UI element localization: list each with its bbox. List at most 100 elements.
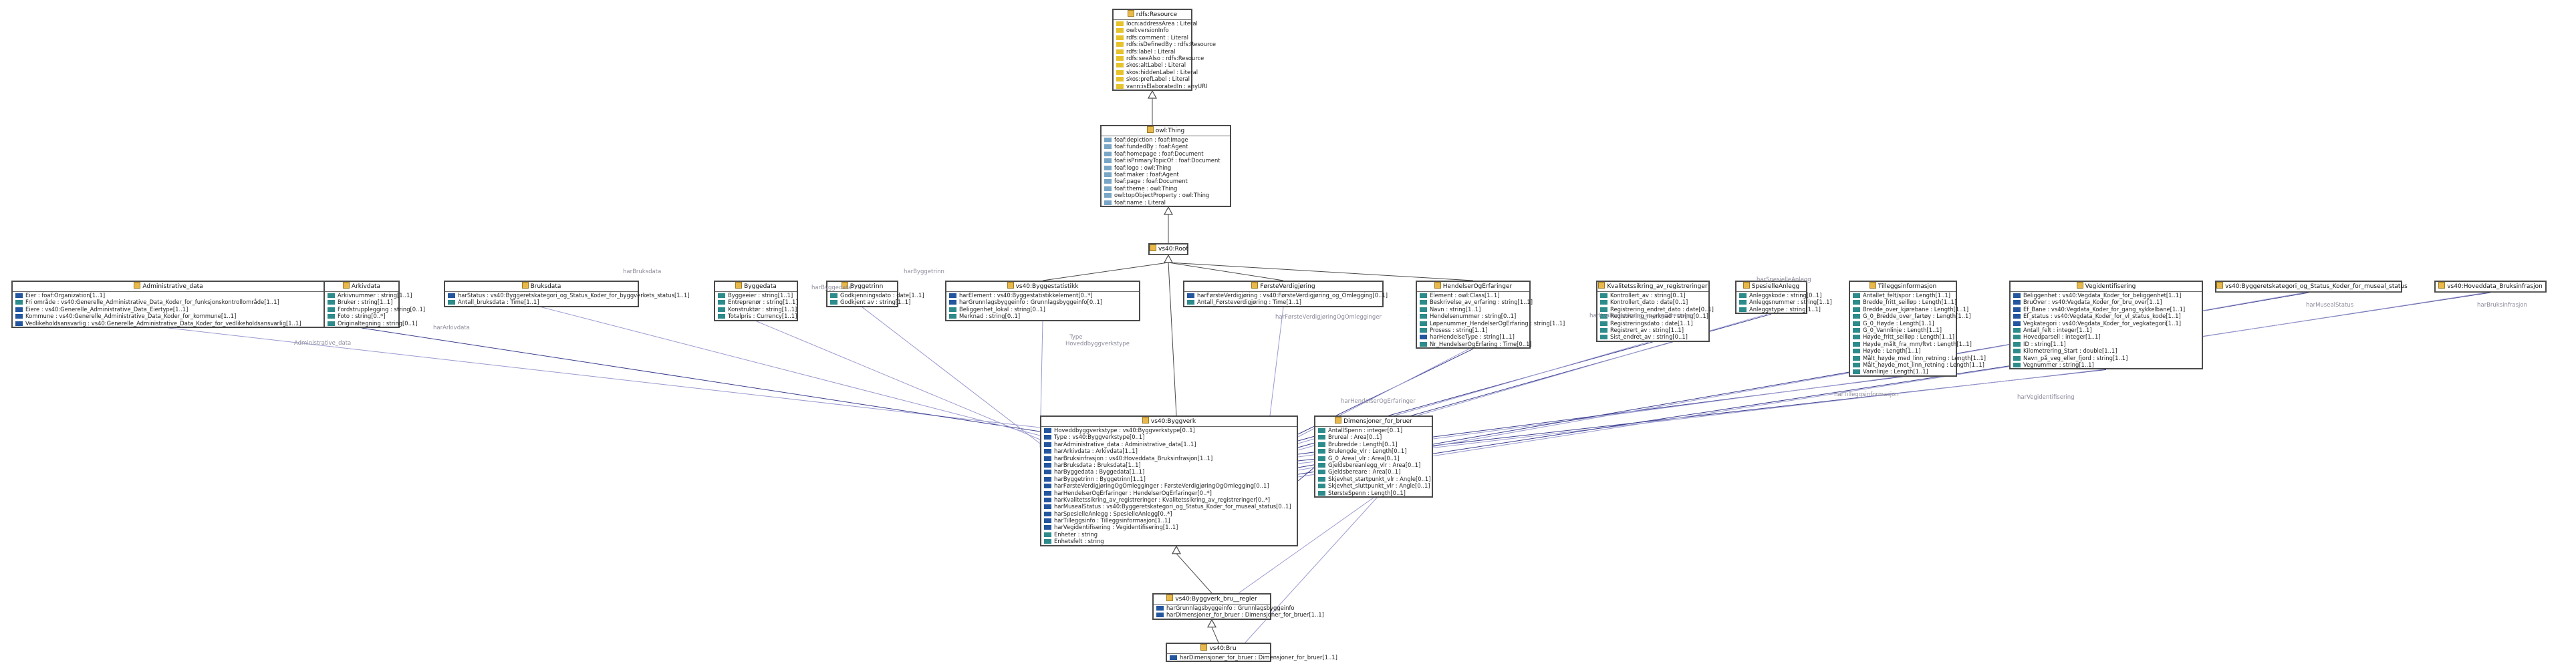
class-bkat[interactable]: vs40:Byggeretskategori_og_Status_Koder_f… — [2215, 281, 2408, 293]
attribute-text: Vedlikeholdsansvarlig : vs40:Generelle_A… — [25, 319, 301, 327]
attribute-row: Konstruktør : string[1..1] — [715, 306, 797, 313]
attribute-row: harBruksdata : Bruksdata[1..1] — [1041, 462, 1297, 468]
class-title: vs40:Bru — [1167, 644, 1270, 654]
attribute-text: StørsteSpenn : Length[0..1] — [1328, 489, 1406, 496]
attribute-row: Fri område : vs40:Generelle_Administrati… — [13, 299, 324, 305]
class-name: SpesielleAnlegg — [1751, 283, 1800, 290]
datatype-property-icon — [1853, 362, 1860, 367]
datatype-property-icon — [1420, 307, 1427, 312]
attribute-row: Kilometrering_Start : double[1..1] — [2011, 347, 2202, 354]
attribute-row: AntallSpenn : integer[0..1] — [1315, 427, 1432, 434]
class-icon — [735, 282, 743, 289]
attribute-row: harHendelserOgErfaringer : HendelserOgEr… — [1041, 490, 1297, 496]
attribute-text: Navn : string[1..1] — [1430, 305, 1481, 313]
attribute-row: harDimensjoner_for_bruer : Dimensjoner_f… — [1167, 654, 1337, 661]
attribute-row: Løpenummer_HendelserOgErfaring : string[… — [1417, 320, 1565, 327]
attribute-row: Totalpris : Currency[1..1] — [715, 313, 797, 319]
class-title: Kvalitetssikring_av_registreringer — [1597, 282, 1708, 292]
attribute-row: G_0_Bredde_over_fartøy : Length[1..1] — [1850, 313, 1971, 319]
attribute-row: Bredde_fritt_seilløp : Length[1..1] — [1850, 299, 1956, 305]
datatype-property-icon — [1318, 442, 1325, 447]
object-property-icon — [1044, 497, 1051, 502]
attribute-text: BruOver : vs40:Vegdata_Koder_for_bru_ove… — [2023, 299, 2162, 306]
attribute-row: Registrert_av : string[1..1] — [1597, 327, 1708, 333]
attribute-row: Beliggenhet_lokal : string[0..1] — [946, 306, 1139, 313]
attribute-text: harGrunnlagsbyggeinfo : Grunnlagsbyggein… — [1166, 605, 1295, 611]
attribute-text: Bruker : string[1..1] — [338, 299, 393, 306]
class-icon — [1007, 282, 1014, 289]
datatype-property-icon — [2013, 355, 2021, 361]
class-name: HendelserOgErfaringer — [1442, 283, 1513, 290]
object-property-icon — [1044, 449, 1051, 454]
datatype-property-icon — [1318, 476, 1325, 482]
datatype-property-icon — [1739, 293, 1747, 298]
attribute-text: Bredde_over_kjørebane : Length[1..1] — [1863, 305, 1969, 313]
attribute-row: Registrering_endret_dato : date[0..1] — [1597, 306, 1714, 313]
attribute-row: Vannlinje : Length[1..1] — [1850, 368, 1956, 375]
attribute-text: Hoveddbyggverkstype : vs40:Byggverkstype… — [1054, 427, 1195, 434]
attribute-row: foaf:maker : foaf:Agent — [1102, 171, 1230, 178]
datatype-property-icon — [1104, 144, 1112, 150]
class-name: Arkivdata — [351, 283, 381, 290]
datatype-property-icon — [1853, 335, 1860, 340]
datatype-property-icon — [1104, 151, 1112, 156]
attribute-row: foaf:homepage : foaf:Document — [1102, 150, 1230, 157]
annotation-property-icon — [1116, 69, 1124, 75]
object-property-icon — [2013, 293, 2021, 298]
association-line — [862, 307, 1041, 444]
association-line — [168, 327, 1041, 428]
class-icon — [1434, 282, 1441, 289]
attribute-text: harAdministrative_data : Administrative_… — [1054, 440, 1196, 448]
edge-label: harKvalitetssikring_av_registreringer — [1589, 313, 1694, 319]
attribute-row: harVegidentifisering : Vegidentifisering… — [1041, 524, 1297, 530]
association-line — [1238, 497, 1374, 594]
class-title: rdfs:Resource — [1114, 10, 1191, 20]
edge-label: harMusealStatus — [2306, 302, 2354, 309]
object-property-icon — [1044, 518, 1051, 524]
attribute-row: Antall_bruksdata : Time[1..1] — [445, 299, 638, 305]
attribute-row: harHendelseType : string[1..1] — [1417, 333, 1529, 340]
class-title: vs40:Byggverk — [1041, 417, 1297, 427]
attribute-row: Skjevhet_sluttpunkt_vlr : Angle[0..1] — [1315, 482, 1432, 489]
attribute-text: Antall_felt : integer[1..1] — [2023, 326, 2092, 333]
attribute-text: skos:prefLabel : Literal — [1126, 75, 1190, 83]
attribute-text: Godkjent av : string[1..1] — [840, 299, 911, 306]
attribute-text: foaf:homepage : foaf:Document — [1114, 150, 1204, 157]
attribute-text: Eier : foaf:Organization[1..1] — [25, 292, 106, 299]
object-property-icon — [2013, 314, 2021, 319]
class-icon — [1598, 282, 1605, 289]
datatype-property-icon — [1600, 300, 1607, 305]
attribute-row: rdfs:comment : Literal — [1114, 34, 1191, 41]
object-property-icon — [1044, 428, 1051, 433]
inheritance-line — [1042, 262, 1169, 281]
attribute-text: Registreringsdato : date[1..1] — [1610, 319, 1693, 327]
datatype-property-icon — [1853, 293, 1860, 298]
attribute-row: harByggetrinn : Byggetrinn[1..1] — [1041, 476, 1297, 482]
attribute-row: Byggeeier : string[1..1] — [715, 292, 797, 299]
attribute-row: rdfs:seeAlso : rdfs:Resource — [1114, 55, 1204, 61]
class-hovl[interactable]: vs40:Hoveddata_Bruksinfrasjon — [2434, 281, 2547, 293]
attribute-text: Vegnummer : string[1..1] — [2023, 361, 2094, 368]
object-property-icon — [949, 300, 956, 305]
datatype-property-icon — [1104, 186, 1112, 191]
attribute-row: Anleggsnummer : string[1..1] — [1736, 299, 1832, 305]
class-vroot[interactable]: vs40:Root — [1148, 243, 1188, 255]
